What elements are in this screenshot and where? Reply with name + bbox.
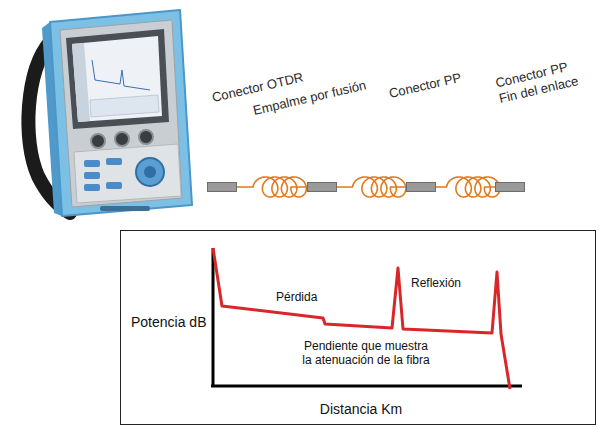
- chart-label: Pérdida: [276, 290, 317, 304]
- blue-bumper: [50, 10, 192, 216]
- fiber-connector: Conector OTDR: [207, 182, 237, 192]
- otdr-trace-plot: [211, 248, 522, 389]
- rotary-dial: [136, 158, 164, 186]
- trace-chart-frame: ReflexiónPérdidaPotencia dB Pendiente que…: [120, 230, 596, 425]
- key: [84, 184, 100, 191]
- screen-panel: [90, 95, 159, 117]
- screen-sidebar: [72, 43, 90, 122]
- fiber-connector: Empalme por fusión: [307, 182, 337, 192]
- key: [84, 160, 100, 167]
- optical-fiber: [337, 177, 406, 197]
- screen-trace: [92, 60, 150, 90]
- fiber-connector: Conector PP: [406, 182, 436, 192]
- connector-label: Conector PP Fin del enlace: [494, 55, 591, 106]
- knob: [115, 132, 129, 146]
- fiber-connector: Conector PP Fin del enlace: [495, 182, 525, 192]
- screen: [72, 36, 162, 122]
- otdr-device: [28, 10, 192, 216]
- bottom-slot: [100, 206, 150, 211]
- device-body: [60, 20, 182, 207]
- screen-bezel: [66, 29, 169, 129]
- key: [84, 172, 100, 179]
- optical-fiber: [436, 177, 500, 197]
- knob: [91, 134, 105, 148]
- otdr-trace: [213, 248, 510, 389]
- optical-fiber: [237, 177, 307, 197]
- chart-label: Potencia dB: [131, 314, 207, 331]
- key: [106, 182, 122, 189]
- connector-label: Conector PP: [387, 70, 462, 102]
- y-axis: [212, 248, 215, 387]
- chart-label: Reflexión: [411, 276, 461, 290]
- chart-label: Distancia Km: [301, 401, 421, 418]
- dial-center: [144, 166, 156, 178]
- knob: [139, 130, 153, 144]
- keypad-panel: [74, 144, 181, 203]
- key: [106, 158, 122, 165]
- chart-label: Pendiente que muestra la atenuación de l…: [299, 339, 433, 368]
- x-axis: [211, 385, 522, 388]
